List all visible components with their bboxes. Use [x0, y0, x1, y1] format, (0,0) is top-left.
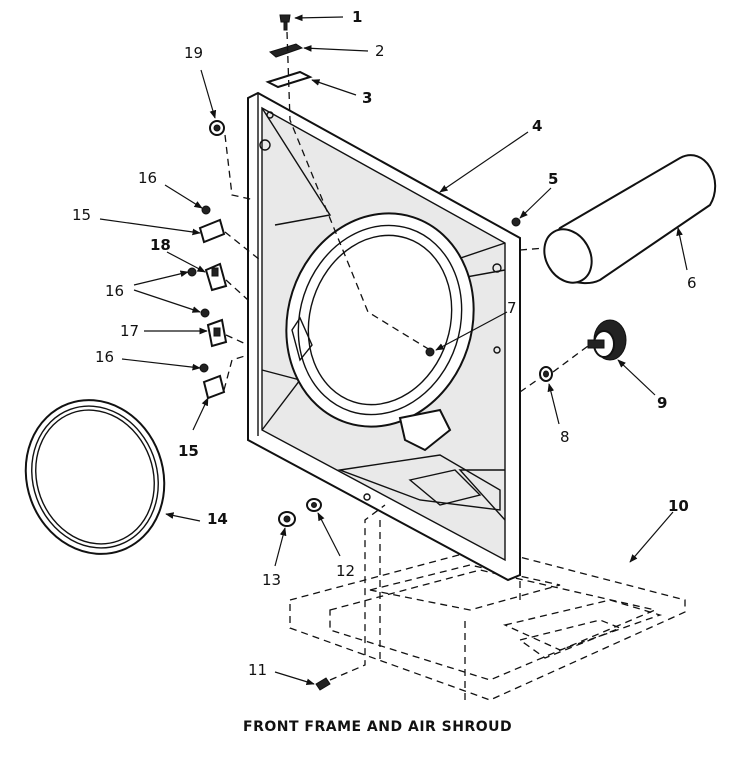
- part-9-pulley: [587, 319, 627, 361]
- callout-13: 13: [262, 571, 281, 589]
- callout-18: 18: [150, 236, 171, 254]
- part-17-switch: [206, 318, 228, 348]
- callout-9: 9: [657, 394, 667, 412]
- callout-6: 6: [687, 274, 697, 292]
- diagram-caption: FRONT FRAME AND AIR SHROUD: [243, 719, 512, 735]
- part-13-nut: [278, 511, 296, 527]
- part-15-plate-lower: [202, 374, 226, 400]
- part-3-bracket: [265, 70, 313, 89]
- callout-3: 3: [362, 89, 372, 107]
- part-1-screw: [279, 14, 291, 31]
- callout-16-middle: 16: [105, 282, 124, 300]
- callout-12: 12: [336, 562, 355, 580]
- part-12-washer: [306, 498, 322, 512]
- part-11-screw: [315, 677, 331, 691]
- part-16-screw-a: [201, 205, 211, 215]
- callout-1: 1: [352, 8, 362, 26]
- callout-15-lower: 15: [178, 442, 199, 460]
- callout-4: 4: [532, 117, 542, 135]
- callout-2: 2: [375, 42, 385, 60]
- leader-lines: [99, 14, 688, 685]
- part-18-switch: [204, 262, 228, 292]
- callout-19: 19: [184, 44, 203, 62]
- callout-5: 5: [548, 170, 558, 188]
- callout-17: 17: [120, 322, 139, 340]
- part-16-screw-c: [200, 308, 210, 318]
- callout-16-upper: 16: [138, 169, 157, 187]
- callout-15-upper: 15: [72, 206, 91, 224]
- callout-labels: 1 2 3 4 5 6 7 8 9 10 11 12 13 14 15 15 1…: [72, 8, 697, 679]
- part-16-screw-b: [187, 267, 197, 277]
- part-2-clip: [268, 43, 304, 58]
- part-19-plug: [209, 120, 225, 136]
- drum-opening-bulkhead: [285, 212, 501, 511]
- part-5-screw: [511, 217, 521, 227]
- part-15-plate-upper: [198, 218, 226, 244]
- callout-14: 14: [207, 510, 228, 528]
- part-6-cylinder: [543, 154, 717, 285]
- part-16-screw-d: [199, 363, 209, 373]
- callout-16-lower: 16: [95, 348, 114, 366]
- callout-8: 8: [560, 428, 570, 446]
- callout-7: 7: [507, 299, 517, 317]
- callout-11: 11: [248, 661, 267, 679]
- part-7-bushing: [425, 347, 435, 357]
- part-8-washer: [539, 366, 553, 382]
- part-14-seal-ring: [24, 399, 166, 555]
- callout-10: 10: [668, 497, 689, 515]
